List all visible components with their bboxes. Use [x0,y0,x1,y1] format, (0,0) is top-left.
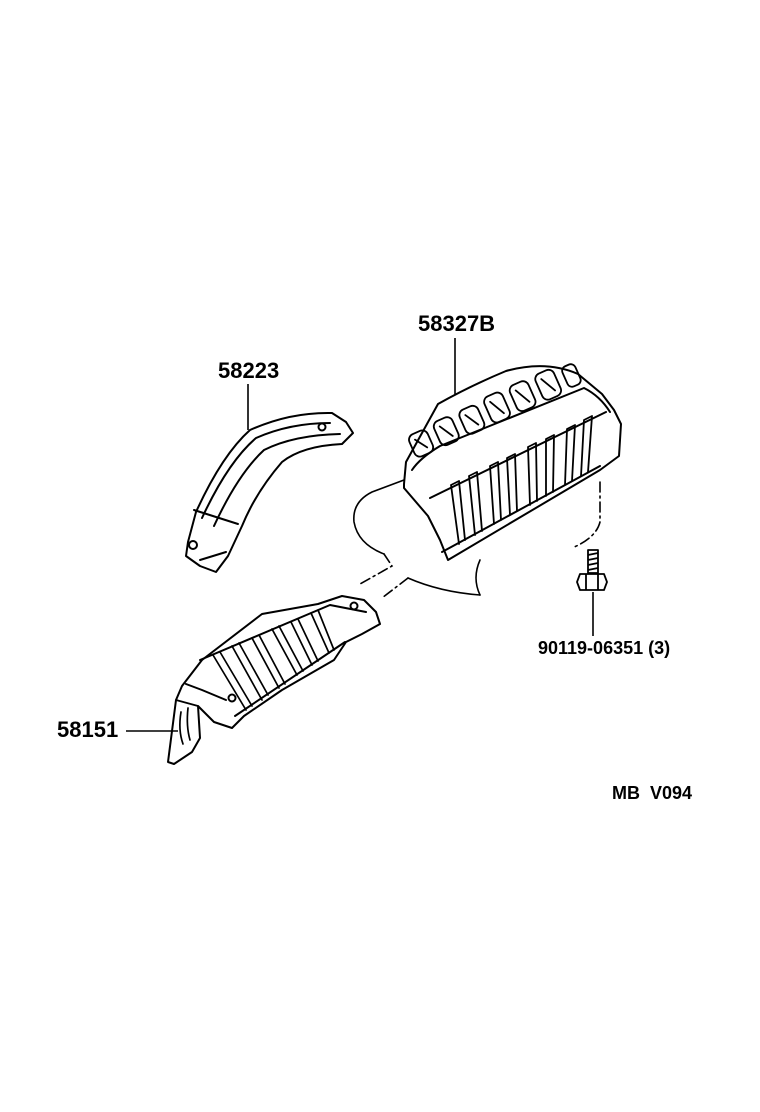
muffler-right-end [571,481,601,549]
bracket-inner-line-2 [213,433,341,527]
heat-insulator-front-ribs [450,415,593,545]
part-label-bracket: 58223 [218,358,280,383]
heat-insulator-outline [403,365,622,561]
bracket-fold-line [193,509,239,561]
heat-insulator-top-ribs [408,363,582,458]
bolt-head-faces [585,574,599,590]
lower-insulator-flange-slots [175,699,199,745]
bracket-hole-upper [317,422,327,432]
lower-insulator-bottom-edge [234,641,346,717]
muffler-bottom-edge [407,577,481,596]
bolt-shank [587,549,599,574]
bracket-outline [185,411,354,573]
heat-insulator-top-ledge [411,387,611,471]
heat-insulator-front-bottom-edge [441,465,601,553]
muffler-inlet-pipe-lower [381,577,409,599]
muffler-inlet-pipe-upper [359,553,394,585]
lower-insulator-ribs [212,609,335,711]
bracket-hole-lower [188,540,198,550]
part-label-bolt: 90119-06351 (3) [538,638,671,658]
muffler-left-end [353,479,405,555]
bolt-hex-head [576,573,608,591]
part-label-heat-insulator: 58327B [418,311,496,336]
bolt-90119-06351 [576,549,608,591]
lower-insulator-hole-left [227,693,237,703]
muffler-mid-curve [475,559,481,596]
bolt-threads [587,552,599,571]
lower-insulator-hole-right [349,601,359,611]
bracket-58223 [185,411,354,573]
diagram-code: MB V094 [612,783,693,803]
part-label-lower-insulator: 58151 [57,717,119,742]
leader-lines [126,338,594,732]
heat-insulator-58327b [403,363,622,561]
lower-insulator-58151 [167,595,381,765]
muffler-outline [353,479,601,599]
bracket-inner-line-1 [201,422,331,519]
